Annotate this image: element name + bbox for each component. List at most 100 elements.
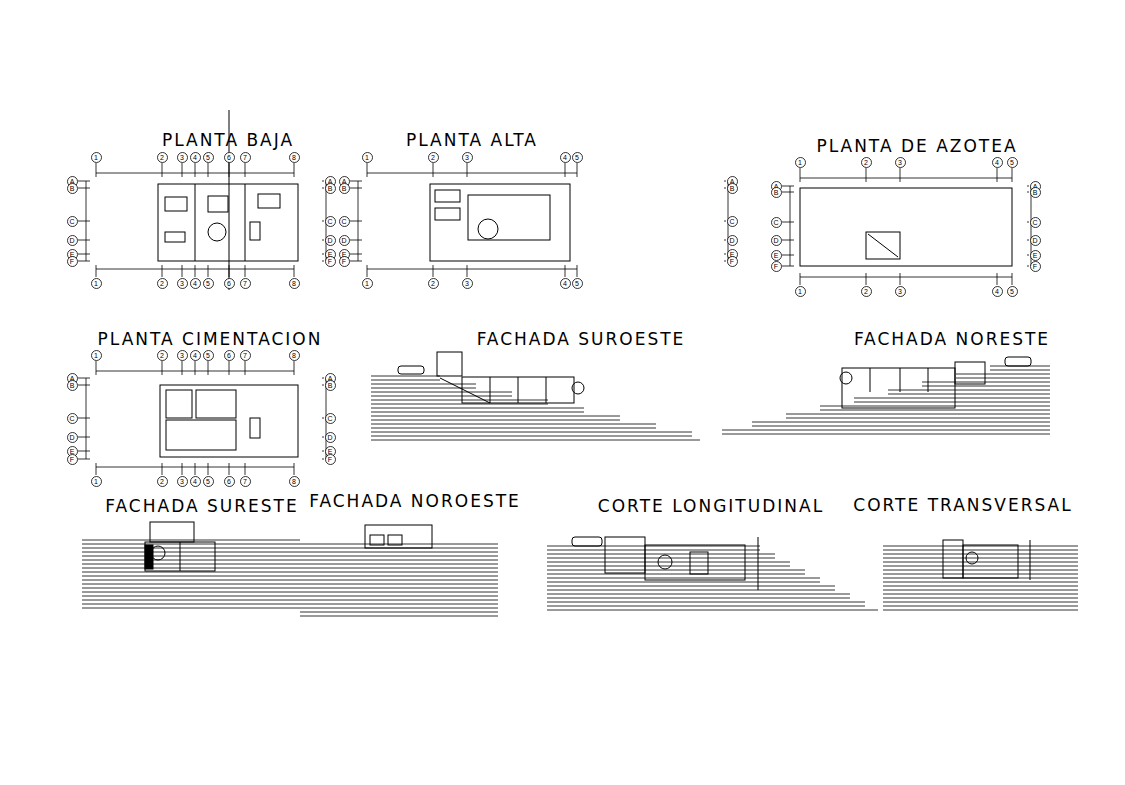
grid-bubble: 1	[795, 157, 806, 168]
generated-lines	[78, 163, 1078, 616]
grid-line	[467, 163, 468, 177]
grid-label: C	[771, 217, 782, 228]
grid-line	[350, 181, 362, 182]
dimension-line	[367, 173, 577, 174]
grid-label: 8	[289, 152, 300, 163]
ground-hatch	[922, 382, 1050, 383]
ground-hatch	[371, 428, 656, 429]
ground-hatch	[82, 564, 300, 565]
grid-label: 2	[157, 350, 168, 361]
grid-label: B	[325, 183, 336, 194]
grid-label: 4	[190, 350, 201, 361]
grid-label: F	[67, 454, 78, 465]
ground-hatch	[752, 422, 1050, 423]
grid-line	[245, 463, 246, 475]
ground-hatch	[371, 436, 692, 437]
grid-bubble: 3	[177, 350, 188, 361]
ground-hatch	[300, 548, 498, 549]
ground-hatch	[547, 558, 775, 559]
grid-label: F	[1030, 261, 1041, 272]
view-title: PLANTA DE AZOTEA	[816, 136, 1017, 156]
ground-hatch	[300, 608, 498, 609]
grid-label: D	[339, 235, 350, 246]
grid-bubble: B	[67, 380, 78, 391]
ground-hatch	[883, 590, 1078, 591]
ground-hatch	[371, 404, 548, 405]
grid-label: 4	[992, 157, 1003, 168]
ground-hatch	[371, 388, 476, 389]
grid-line	[997, 168, 998, 182]
grid-bubble: 1	[91, 278, 102, 289]
ground-floor-outline	[158, 184, 298, 261]
ground-hatch	[82, 600, 300, 601]
grid-line	[78, 261, 90, 262]
grid-line	[322, 221, 324, 222]
ground-hatch	[82, 568, 300, 569]
ground-hatch	[371, 432, 692, 433]
grid-line	[245, 361, 246, 375]
grid-bubble: 5	[1007, 157, 1018, 168]
grid-bubble: C	[67, 413, 78, 424]
dimension-line	[790, 186, 791, 266]
grid-label: 4	[992, 286, 1003, 297]
grid-line	[367, 163, 368, 177]
grid-bubble: 5	[203, 350, 214, 361]
grid-bubble: 5	[203, 278, 214, 289]
view-title: PLANTA CIMENTACION	[98, 329, 323, 349]
grid-label: 2	[428, 152, 439, 163]
grid-line	[782, 186, 794, 187]
grid-label: 5	[1007, 286, 1018, 297]
grid-bubble: F	[325, 454, 336, 465]
wall	[245, 184, 246, 261]
ground-hatch	[300, 568, 498, 569]
elevation-box	[955, 362, 985, 384]
grid-bubble: 7	[240, 278, 251, 289]
ground-hatch	[547, 578, 820, 579]
ground-hatch	[883, 574, 1078, 575]
grid-line	[577, 163, 578, 177]
mullion	[900, 368, 901, 392]
grid-label: D	[771, 235, 782, 246]
grid-line	[78, 181, 90, 182]
ground-hatch	[547, 550, 760, 551]
grid-line	[724, 188, 726, 189]
grid-line	[350, 221, 362, 222]
ground-hatch	[82, 584, 300, 585]
stair-hatch	[866, 232, 900, 259]
grid-label: E	[771, 250, 782, 261]
grid-line	[577, 265, 578, 277]
grid-label: 4	[190, 152, 201, 163]
grid-line	[294, 265, 295, 277]
grid-bubble: D	[325, 235, 336, 246]
grid-bubble: F	[727, 256, 738, 267]
grid-bubble: D	[67, 235, 78, 246]
grid-label: B	[771, 187, 782, 198]
grid-line	[1027, 255, 1029, 256]
grid-label: 5	[203, 476, 214, 487]
grid-line	[294, 163, 295, 177]
grid-line	[78, 418, 90, 419]
grid-line	[229, 265, 230, 277]
grid-line	[78, 451, 90, 452]
grid-label: B	[325, 380, 336, 391]
grid-label: F	[325, 454, 336, 465]
ground-hatch	[371, 380, 440, 381]
grid-line	[782, 240, 794, 241]
mullion	[928, 368, 929, 392]
grid-bubble: B	[67, 183, 78, 194]
grid-bubble: C	[67, 216, 78, 227]
ground-hatch	[883, 582, 1078, 583]
footing	[166, 390, 192, 418]
ground-hatch	[547, 586, 835, 587]
grid-line	[724, 181, 726, 182]
grid-bubble: 2	[157, 476, 168, 487]
grid-bubble: B	[727, 183, 738, 194]
ground-hatch	[752, 426, 1050, 427]
grid-label: D	[1030, 235, 1041, 246]
grid-bubble: 6	[224, 152, 235, 163]
upper-floor-outline	[430, 184, 570, 261]
grid-line	[78, 385, 90, 386]
ground-hatch	[547, 574, 805, 575]
grid-line	[245, 265, 246, 277]
grid-line	[96, 163, 97, 177]
